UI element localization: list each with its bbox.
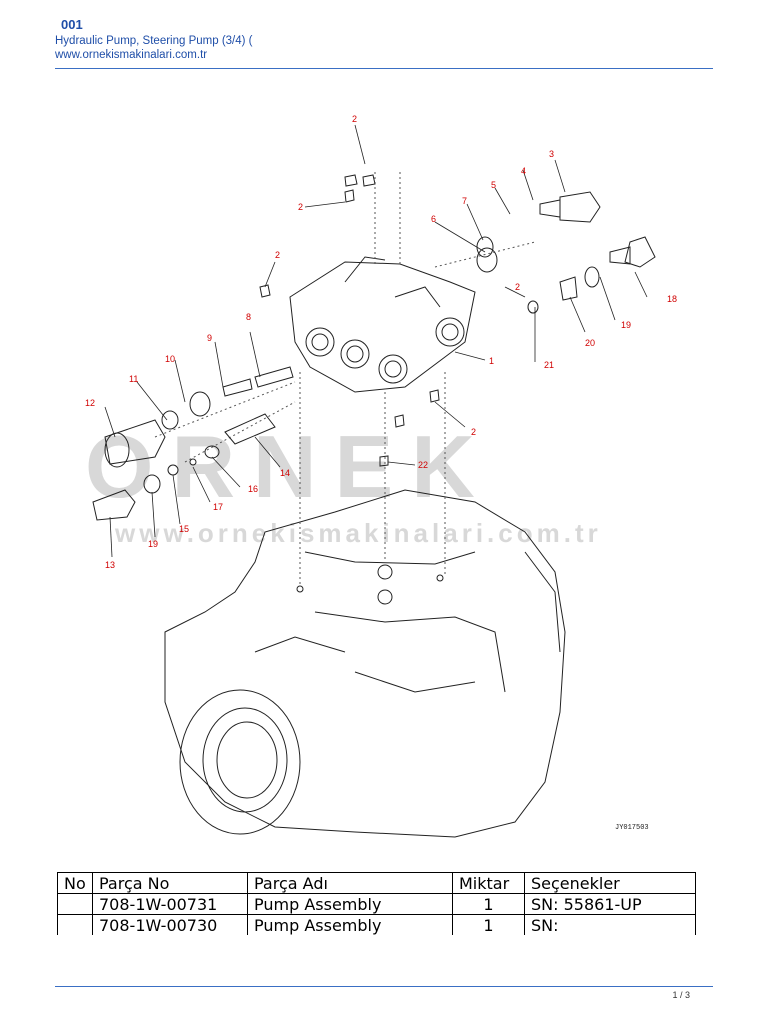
cell-options: SN: 55861-UP <box>524 893 696 915</box>
cell-options: SN: <box>524 914 696 935</box>
cell-no <box>57 893 93 915</box>
callout-11: 11 <box>129 374 138 384</box>
cell-part-name: Pump Assembly <box>247 893 453 915</box>
callout-9: 9 <box>207 333 212 343</box>
table-header-row: No Parça No Parça Adı Miktar Seçenekler <box>57 872 696 894</box>
footer-divider <box>55 986 713 987</box>
callout-16: 16 <box>248 484 258 494</box>
diagram-ref-code: JY017503 <box>615 824 649 832</box>
callout-2: 2 <box>515 282 520 292</box>
cell-part-name: Pump Assembly <box>247 914 453 935</box>
cell-no <box>57 914 93 935</box>
watermark-brand: ORNEK <box>85 417 493 516</box>
col-header-part-no: Parça No <box>92 872 248 894</box>
cell-part-no: 708-1W-00730 <box>92 914 248 935</box>
callout-8: 8 <box>246 312 251 322</box>
col-header-part-name: Parça Adı <box>247 872 453 894</box>
callout-2: 2 <box>275 250 280 260</box>
col-header-qty: Miktar <box>452 872 525 894</box>
callout-13: 13 <box>105 560 115 570</box>
callout-1: 1 <box>489 356 494 366</box>
callout-5: 5 <box>491 180 496 190</box>
header-divider <box>55 68 713 69</box>
part-14-valve <box>224 413 276 445</box>
cell-part-no: 708-1W-00731 <box>92 893 248 915</box>
callout-2: 2 <box>352 114 357 124</box>
callout-4: 4 <box>521 166 526 176</box>
callout-2: 2 <box>471 427 476 437</box>
pump-housing <box>164 489 566 838</box>
callout-6: 6 <box>431 214 436 224</box>
page-title: Hydraulic Pump, Steering Pump (3/4) ( <box>55 35 253 47</box>
parts-diagram: ORNEK www.ornekismakinalari.com.tr <box>85 114 677 838</box>
website-link[interactable]: www.ornekismakinalari.com.tr <box>55 49 208 61</box>
watermark-url: www.ornekismakinalari.com.tr <box>114 518 602 548</box>
part-13-plug <box>92 489 136 521</box>
callout-19: 19 <box>621 320 631 330</box>
callout-22: 22 <box>418 460 428 470</box>
col-header-no: No <box>57 872 93 894</box>
callout-18: 18 <box>667 294 677 304</box>
pump-bore <box>179 689 301 835</box>
part-18-plug <box>624 236 656 268</box>
diagram-code: 001 <box>61 17 83 32</box>
callout-20: 20 <box>585 338 595 348</box>
callout-14: 14 <box>280 468 290 478</box>
valve-block <box>289 261 476 393</box>
page-number: 1 / 3 <box>672 990 690 1000</box>
callout-3: 3 <box>549 149 554 159</box>
part-12-plug <box>104 419 166 465</box>
cell-qty: 1 <box>452 914 525 935</box>
callout-2: 2 <box>298 202 303 212</box>
parts-table: No Parça No Parça Adı Miktar Seçenekler … <box>57 872 696 935</box>
page-header: 001 Hydraulic Pump, Steering Pump (3/4) … <box>55 16 253 62</box>
callout-15: 15 <box>179 524 189 534</box>
callout-19: 19 <box>148 539 158 549</box>
col-header-options: Seçenekler <box>524 872 696 894</box>
table-row: 708-1W-00731 Pump Assembly 1 SN: 55861-U… <box>57 893 696 915</box>
table-row: 708-1W-00730 Pump Assembly 1 SN: <box>57 914 696 935</box>
cell-qty: 1 <box>452 893 525 915</box>
part-9-spool <box>222 378 253 397</box>
callout-12: 12 <box>85 398 95 408</box>
part-8-spool <box>254 366 294 388</box>
callout-7: 7 <box>462 196 467 206</box>
callout-10: 10 <box>165 354 175 364</box>
callout-21: 21 <box>544 360 554 370</box>
part-3-plug <box>559 191 601 223</box>
callout-17: 17 <box>213 502 223 512</box>
